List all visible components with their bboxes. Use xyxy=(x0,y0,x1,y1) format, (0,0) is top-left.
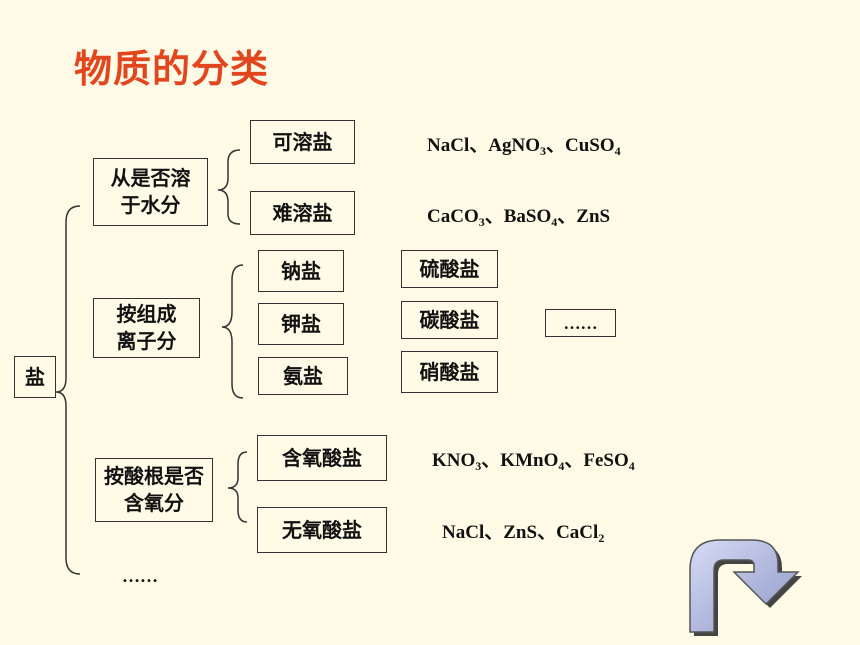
item-insoluble: 难溶盐 xyxy=(250,191,355,235)
examples-oxy: KNO3、KMnO4、FeSO4 xyxy=(432,450,635,473)
item-ellipsis: …… xyxy=(545,309,616,337)
category-oxygen: 按酸根是否含氧分 xyxy=(95,458,213,522)
examples-soluble: NaCl、AgNO3、CuSO4 xyxy=(427,135,621,158)
item-nonoxy-acid-salt: 无氧酸盐 xyxy=(257,507,387,553)
item-nitrate: 硝酸盐 xyxy=(401,351,498,393)
return-arrow-icon[interactable] xyxy=(678,528,808,638)
item-soluble: 可溶盐 xyxy=(250,120,355,164)
category-solubility: 从是否溶于水分 xyxy=(93,158,208,226)
item-carbonate: 碳酸盐 xyxy=(401,301,498,339)
examples-nonoxy: NaCl、ZnS、CaCl2 xyxy=(442,522,605,545)
page-title: 物质的分类 xyxy=(74,47,270,91)
examples-insoluble: CaCO3、BaSO4、ZnS xyxy=(427,206,611,229)
item-oxy-acid-salt: 含氧酸盐 xyxy=(257,435,387,481)
more-ellipsis: …… xyxy=(122,566,158,586)
root-box: 盐 xyxy=(14,356,56,398)
category-ion: 按组成离子分 xyxy=(93,298,200,358)
item-sodium-salt: 钠盐 xyxy=(258,250,344,292)
item-ammonium-salt: 氨盐 xyxy=(258,357,348,395)
item-potassium-salt: 钾盐 xyxy=(258,303,344,345)
item-sulfate: 硫酸盐 xyxy=(401,250,498,288)
